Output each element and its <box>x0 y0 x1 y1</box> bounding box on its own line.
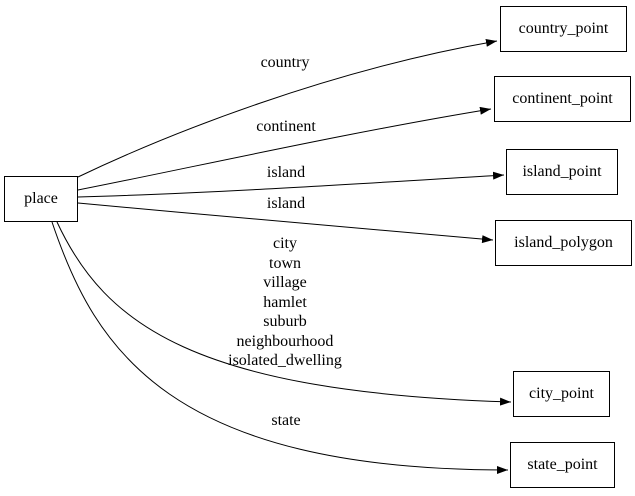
node-country-point: country_point <box>500 6 627 52</box>
edge-label-island-point: island <box>266 164 306 181</box>
node-island-point-label: island_point <box>522 163 602 181</box>
node-city-point-label: city_point <box>529 385 594 403</box>
edge-place-continent-point <box>77 106 492 191</box>
edge-place-country-point <box>77 38 498 178</box>
node-country-point-label: country_point <box>518 20 609 38</box>
edge-place-island-point <box>77 171 505 198</box>
node-island-polygon: island_polygon <box>495 220 632 266</box>
edge-label-continent: continent <box>256 118 316 135</box>
edge-label-country: country <box>260 54 310 71</box>
edge-label-city-group: city town village hamlet suburb neighbou… <box>228 235 342 369</box>
edge-place-island-polygon <box>77 202 494 244</box>
node-place: place <box>4 176 78 222</box>
node-place-label: place <box>24 190 58 208</box>
node-island-polygon-label: island_polygon <box>514 234 613 252</box>
node-city-point: city_point <box>513 371 610 417</box>
node-continent-point: continent_point <box>494 76 631 122</box>
node-state-point: state_point <box>510 442 615 488</box>
edge-label-island-polygon: island <box>266 195 306 212</box>
node-island-point: island_point <box>506 149 618 195</box>
node-state-point-label: state_point <box>527 456 598 474</box>
edge-label-state: state <box>271 412 301 429</box>
node-continent-point-label: continent_point <box>512 90 613 108</box>
edge-place-state-point <box>51 221 509 474</box>
edge-place-city-point <box>56 221 512 406</box>
